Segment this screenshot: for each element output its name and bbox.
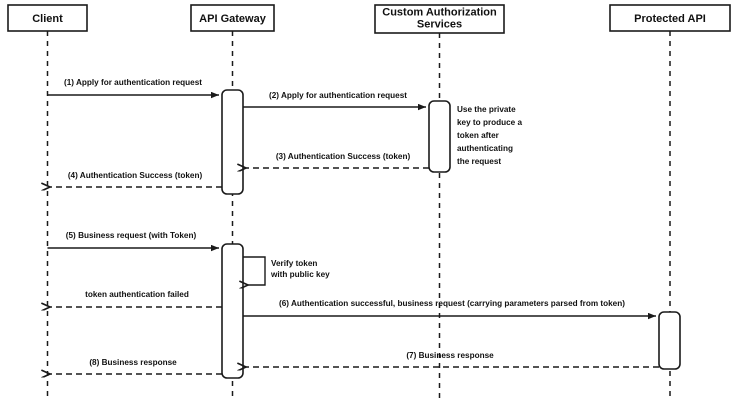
message-2-label: (2) Apply for authentication request — [269, 91, 407, 100]
note-private-key-line-3: token after — [457, 131, 500, 140]
participant-box-protected-api[interactable]: Protected API — [609, 4, 731, 32]
activation-api-gateway-business — [221, 243, 244, 379]
participant-box-api-gateway[interactable]: API Gateway — [190, 4, 275, 32]
participant-label-api-gateway: API Gateway — [199, 13, 267, 25]
message-8[interactable]: (8) Business response — [50, 358, 222, 374]
activation-protected-api — [658, 311, 681, 370]
activation-api-gateway-auth — [221, 89, 244, 195]
participant-box-custom-authorization-services[interactable]: Custom Authorization Services — [374, 4, 505, 34]
participant-label-custom-authorization-services-line2: Services — [417, 18, 462, 30]
note-private-key-line-4: authenticating — [457, 144, 513, 153]
message-3-label: (3) Authentication Success (token) — [276, 152, 411, 161]
message-6[interactable]: (6) Authentication successful, business … — [243, 299, 656, 320]
message-2[interactable]: (2) Apply for authentication request — [243, 91, 426, 111]
activation-custom-auth — [428, 100, 451, 173]
message-4-label: (4) Authentication Success (token) — [68, 171, 203, 180]
message-1[interactable]: (1) Apply for authentication request — [47, 78, 220, 99]
self-call-verify-token-label-line2: with public key — [270, 270, 330, 279]
participant-box-client[interactable]: Client — [7, 4, 88, 32]
message-8-label: (8) Business response — [89, 358, 177, 367]
note-private-key-line-2: key to produce a — [457, 118, 523, 127]
participant-label-client: Client — [32, 13, 63, 25]
self-call-verify-token-path — [243, 256, 266, 285]
message-token-authentication-failed[interactable]: token authentication failed — [50, 290, 222, 307]
message-7-label: (7) Business response — [406, 351, 494, 360]
note-private-key-line-1: Use the private — [457, 105, 516, 114]
message-5[interactable]: (5) Business request (with Token) — [47, 231, 220, 252]
self-call-verify-token[interactable]: Verify token with public key — [243, 256, 330, 285]
message-1-label: (1) Apply for authentication request — [64, 78, 202, 87]
participant-label-protected-api: Protected API — [634, 13, 706, 25]
note-private-key: Use the private key to produce a token a… — [457, 105, 523, 166]
note-private-key-line-5: the request — [457, 157, 501, 166]
message-7[interactable]: (7) Business response — [246, 351, 659, 367]
self-call-verify-token-label-line1: Verify token — [271, 259, 317, 268]
message-3[interactable]: (3) Authentication Success (token) — [246, 152, 429, 168]
participant-label-custom-authorization-services-line1: Custom Authorization — [382, 6, 497, 18]
message-6-label: (6) Authentication successful, business … — [279, 299, 625, 308]
message-4[interactable]: (4) Authentication Success (token) — [50, 171, 222, 187]
message-5-label: (5) Business request (with Token) — [66, 231, 197, 240]
message-token-authentication-failed-label: token authentication failed — [85, 290, 189, 299]
